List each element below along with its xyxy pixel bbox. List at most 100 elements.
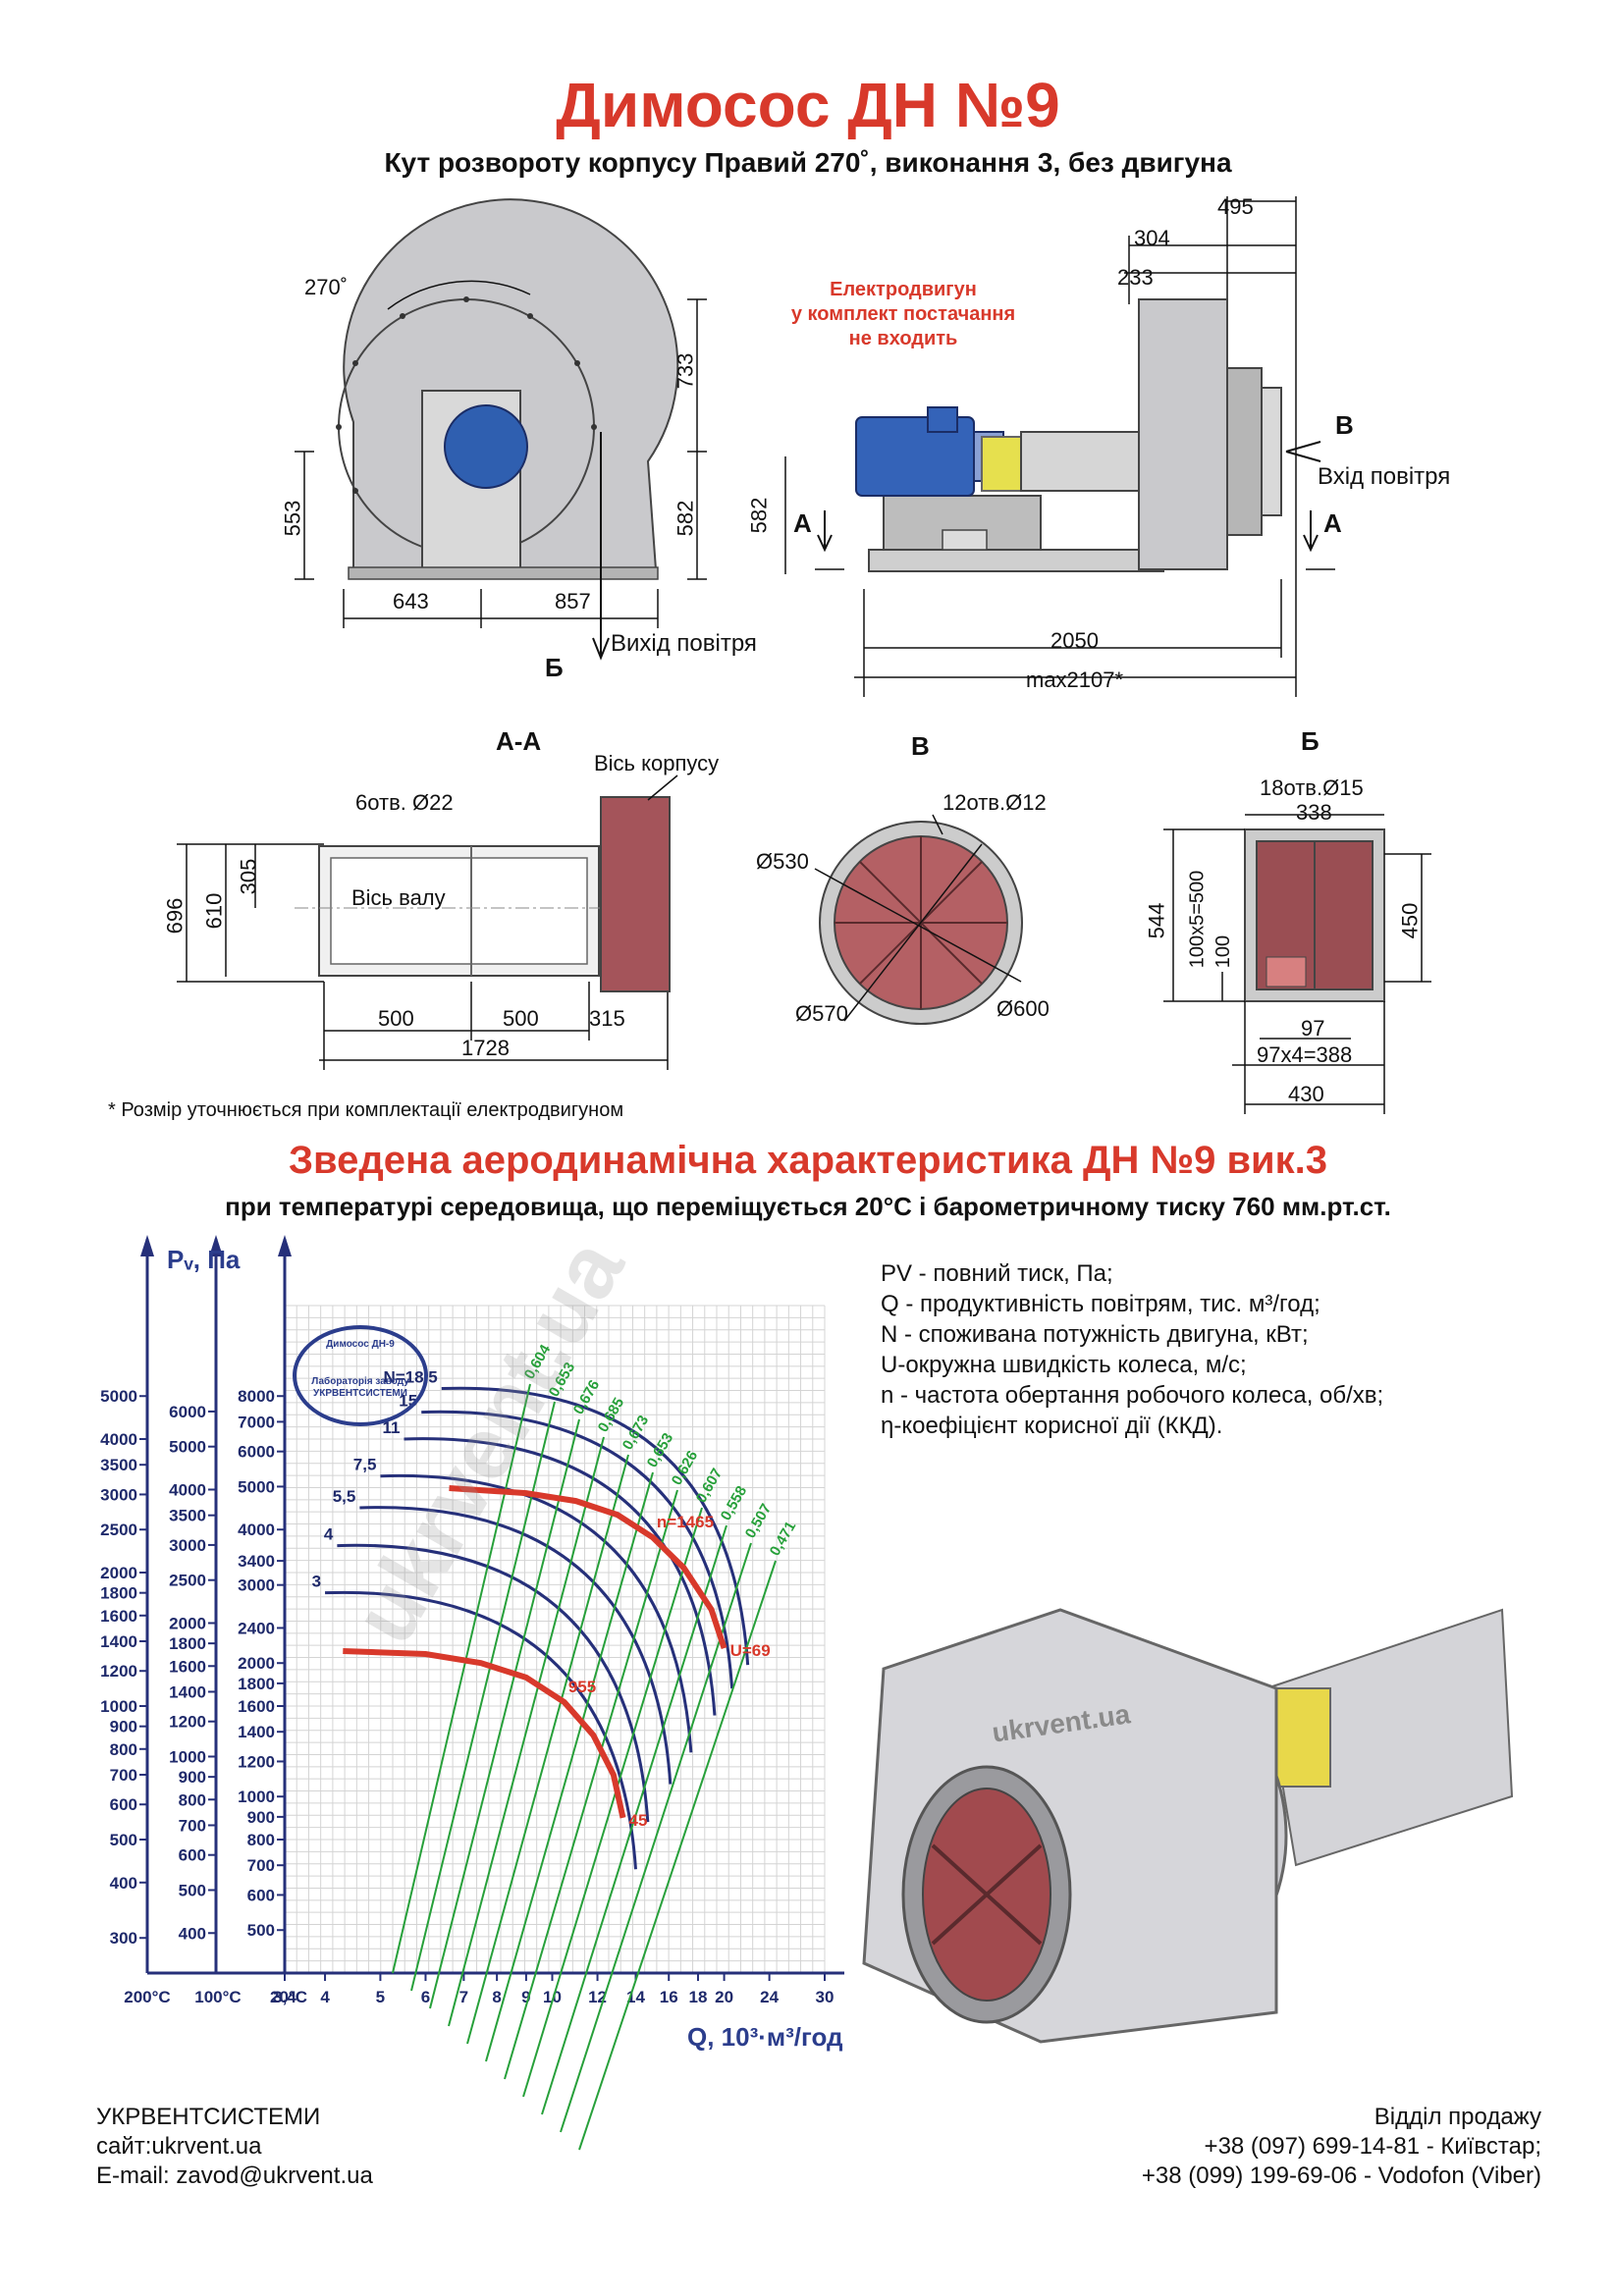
y-tick-label: 1000 — [169, 1747, 206, 1766]
axis-body-label: Вісь корпусу — [594, 751, 720, 775]
y-tick-label: 2500 — [169, 1572, 206, 1590]
efficiency-line — [541, 1524, 727, 2115]
y-tick-label: 4000 — [169, 1480, 206, 1499]
diam-600: Ø600 — [997, 996, 1050, 1021]
speed-curve-1465 — [449, 1485, 727, 1650]
y-tick-label: 400 — [179, 1924, 206, 1943]
x-tick-label: 7 — [459, 1988, 468, 2006]
y-axis-label: Pᵥ, Па — [167, 1245, 241, 1274]
x-tick-label: 10 — [543, 1988, 562, 2006]
legend-u: U-окружна швидкість колеса, м/с; — [881, 1352, 1247, 1378]
dim-1728: 1728 — [461, 1036, 510, 1060]
x-tick-label: 5 — [376, 1988, 385, 2006]
footer-phone1: +38 (097) 699-14-81 - Київстар; — [1204, 2133, 1541, 2160]
front-angle-label: 270˚ — [304, 275, 349, 299]
y-tick-label: 8000 — [238, 1387, 275, 1406]
dim-315: 315 — [589, 1006, 625, 1031]
dim-500-a: 500 — [378, 1006, 414, 1031]
y-tick-label: 1800 — [238, 1675, 275, 1693]
y-axis-20c-arrow — [278, 1235, 292, 1256]
stamp-line3: УКРВЕНТСИСТЕМИ — [313, 1388, 407, 1399]
efficiency-line — [448, 1436, 605, 2027]
power-curve — [380, 1473, 693, 1753]
y-tick-label: 1000 — [100, 1697, 137, 1716]
legend-eta: η-коефіцієнт корисної дії (ККД). — [881, 1413, 1223, 1439]
y-tick-label: 2000 — [100, 1564, 137, 1582]
y-tick-label: 3000 — [238, 1576, 275, 1595]
holes-22-label: 6отв. Ø22 — [355, 790, 454, 815]
motor-note-line2: у комплект постачання — [790, 303, 1016, 325]
dim-max2107: max2107* — [1026, 667, 1124, 692]
y-axis-200c-arrow — [140, 1235, 154, 1256]
y-tick-label: 800 — [110, 1740, 137, 1759]
page-subtitle: Кут розвороту корпусу Правий 270˚, викон… — [384, 147, 1232, 178]
power-curve — [325, 1590, 637, 1870]
y-tick-label: 5000 — [100, 1387, 137, 1406]
dim-500-b: 500 — [503, 1006, 539, 1031]
motor-note-line1: Електродвигун — [830, 279, 977, 300]
y-tick-label: 2500 — [100, 1521, 137, 1539]
y-tick-label: 3000 — [169, 1536, 206, 1555]
y-tick-label: 1400 — [169, 1682, 206, 1701]
velocity-label: U=69 — [730, 1641, 771, 1660]
y-tick-label: 600 — [247, 1886, 275, 1904]
section-b-title: Б — [1301, 726, 1320, 756]
x-axis-label: Q, 10³·м³/год — [687, 2022, 843, 2052]
y-tick-label: 1200 — [238, 1752, 275, 1771]
efficiency-line — [522, 1507, 703, 2098]
dim-495: 495 — [1217, 194, 1254, 219]
efficiency-line — [504, 1489, 678, 2080]
holes-12-label: 12отв.Ø12 — [943, 790, 1047, 815]
y-tick-label: 500 — [247, 1921, 275, 1940]
power-curve — [441, 1386, 750, 1666]
x-tick-label: 8 — [492, 1988, 501, 2006]
dim-643: 643 — [393, 589, 429, 614]
power-label: 11 — [383, 1418, 401, 1437]
x-temp-label: 200°С — [124, 1988, 170, 2006]
y-tick-label: 600 — [179, 1846, 206, 1865]
speed-label: 955 — [568, 1678, 596, 1696]
dim-97: 97 — [1301, 1016, 1325, 1041]
power-curve — [421, 1410, 734, 1689]
section-b-marker: Б — [545, 653, 564, 682]
section-v-title: В — [911, 731, 930, 761]
y-tick-label: 1600 — [238, 1697, 275, 1716]
stamp-line1: Димосос ДН-9 — [326, 1339, 395, 1350]
power-label: 4 — [324, 1525, 334, 1544]
legend-n: N - споживана потужність двигуна, кВт; — [881, 1321, 1309, 1348]
efficiency-line — [429, 1418, 580, 2009]
page-title: Димосос ДН №9 — [556, 70, 1060, 140]
speed-label: n=1465 — [657, 1513, 714, 1531]
y-tick-label: 900 — [110, 1718, 137, 1736]
y-tick-label: 4000 — [238, 1521, 275, 1539]
y-tick-label: 5000 — [238, 1477, 275, 1496]
power-label: 5,5 — [333, 1487, 356, 1506]
motor-note: Електродвигун у комплект постачання не в… — [766, 278, 1041, 351]
y-tick-label: 3500 — [100, 1456, 137, 1474]
motor-note-line3: не входить — [848, 328, 958, 349]
y-tick-label: 3000 — [100, 1485, 137, 1504]
footer-phone2: +38 (099) 199-69-06 - Vodofon (Viber) — [1141, 2163, 1541, 2189]
velocity-label: 45 — [629, 1811, 648, 1830]
efficiency-line — [466, 1454, 629, 2045]
x-tick-label: 20 — [715, 1988, 733, 2006]
footer-right: Відділ продажу +38 (097) 699-14-81 - Киї… — [1142, 2103, 1541, 2191]
y-tick-label: 600 — [110, 1795, 137, 1814]
dim-304: 304 — [1134, 226, 1170, 250]
y-tick-label: 500 — [110, 1831, 137, 1849]
section-a-right: А — [1323, 508, 1342, 538]
stamp-line2: Лабораторія заводу — [311, 1376, 409, 1387]
inlet-label: Вхід повітря — [1318, 463, 1451, 490]
y-tick-label: 4000 — [100, 1430, 137, 1449]
x-tick-label: 30 — [816, 1988, 835, 2006]
y-tick-label: 6000 — [169, 1403, 206, 1421]
dim-97x4: 97х4=388 — [1257, 1042, 1353, 1067]
x-tick-label: 18 — [689, 1988, 708, 2006]
power-curve — [359, 1506, 673, 1785]
y-tick-label: 5000 — [169, 1438, 206, 1457]
x-tick-label: 6 — [421, 1988, 430, 2006]
